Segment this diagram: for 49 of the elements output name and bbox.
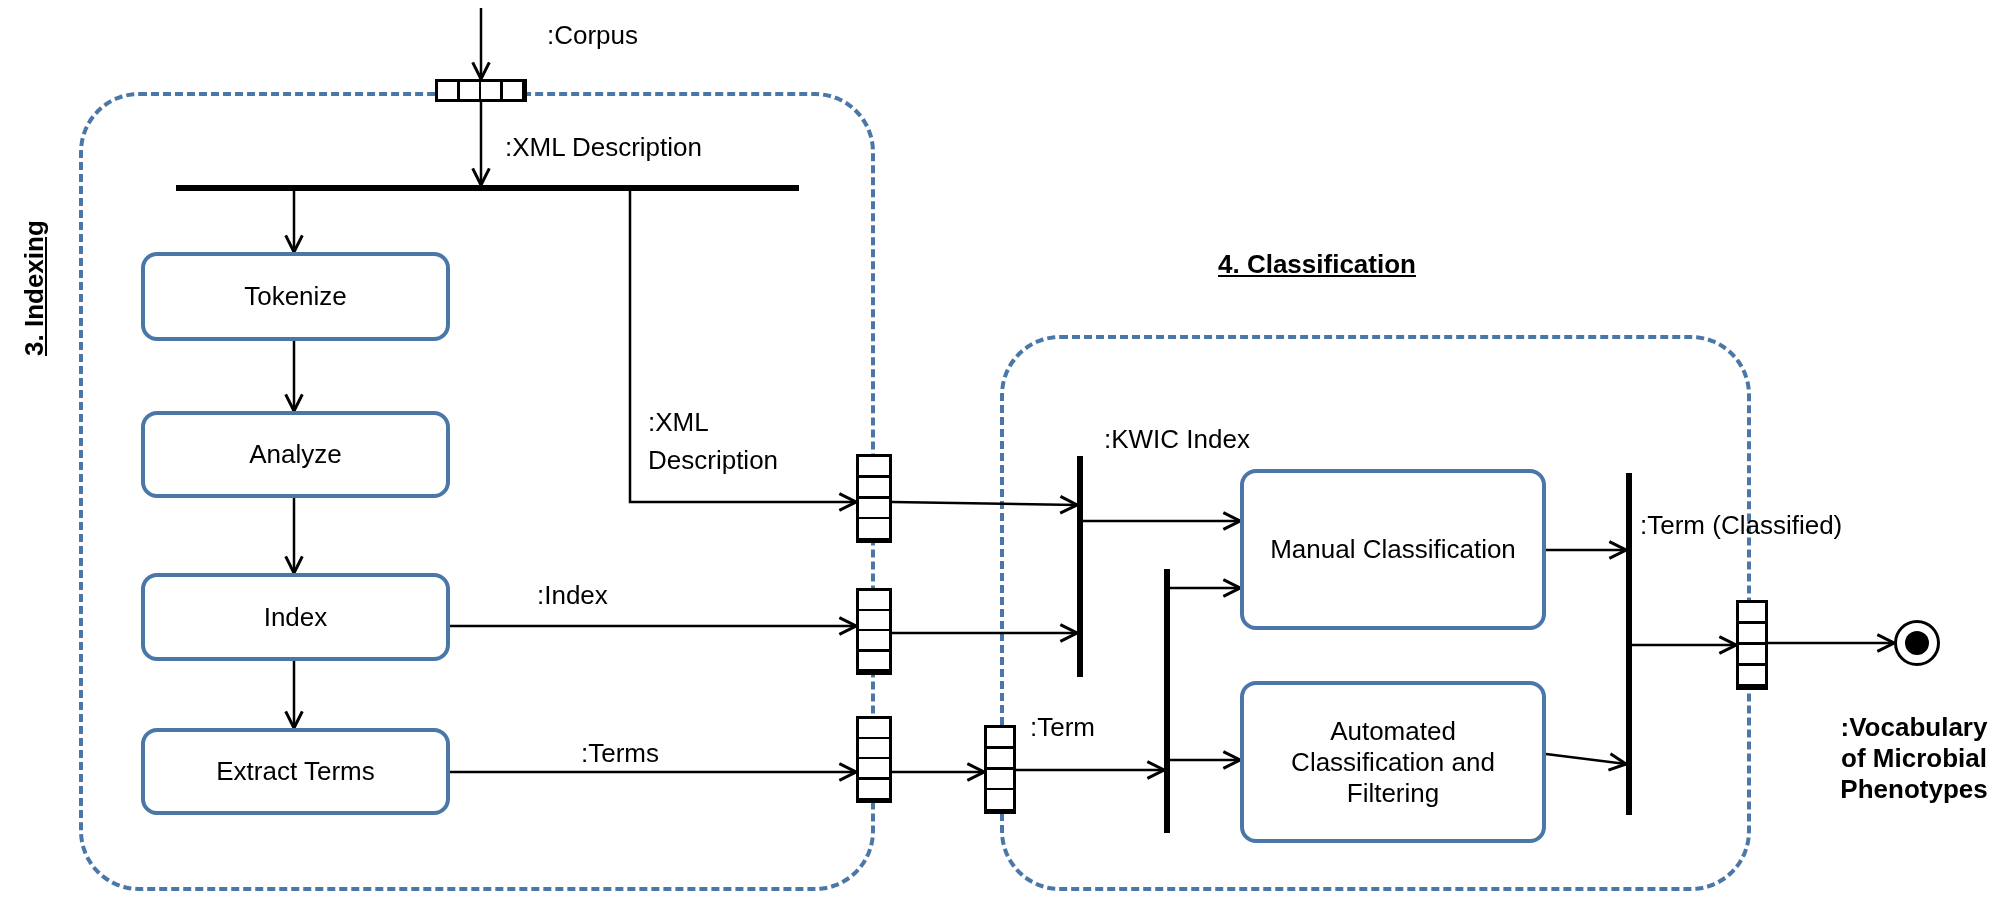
activity-box <box>141 411 450 498</box>
activity-label: Extract Terms <box>216 756 375 787</box>
pin-label: :KWIC Index <box>1104 424 1250 455</box>
arrow <box>1170 578 1242 598</box>
fork-join-bar <box>1626 473 1632 815</box>
region-title: 3. Indexing <box>19 220 50 356</box>
arrow <box>471 102 491 187</box>
region-title: 4. Classification <box>1218 249 1416 280</box>
fork-join-bar <box>176 185 799 191</box>
fork-join-bar <box>1077 456 1083 677</box>
arrow <box>892 762 986 782</box>
activity-box <box>141 252 450 341</box>
arrow <box>891 494 1079 515</box>
activity-label: Automated Classification and Filtering <box>1290 715 1496 809</box>
fork-join-bar <box>1164 569 1170 833</box>
activity-box <box>1240 469 1546 630</box>
arrow <box>1545 752 1628 772</box>
activity-box <box>141 573 450 661</box>
activity-label: Analyze <box>249 439 342 470</box>
arrow <box>284 661 304 730</box>
arrow <box>1083 511 1242 531</box>
arrow <box>471 8 491 81</box>
activity-box <box>1240 681 1546 843</box>
arrow <box>450 616 858 636</box>
pin-box <box>984 725 1016 814</box>
arrow <box>1170 750 1242 770</box>
final-node <box>1894 620 1940 666</box>
arrow <box>284 498 304 575</box>
pin-box <box>856 716 892 803</box>
arrow <box>628 191 858 512</box>
arrow <box>450 762 858 782</box>
pin-box <box>856 588 892 675</box>
arrow <box>1546 540 1628 560</box>
activity-label: Manual Classification <box>1270 534 1516 565</box>
arrow <box>1632 635 1738 655</box>
activity-box <box>141 728 450 815</box>
pin-box <box>435 79 527 102</box>
arrow <box>1016 760 1166 780</box>
activity-label: Index <box>263 601 328 633</box>
arrow <box>892 623 1079 643</box>
pin-label: :Vocabulary of Microbial Phenotypes <box>1839 712 1989 806</box>
arrow <box>284 341 304 413</box>
arrow <box>284 191 304 254</box>
pin-label: :Term (Classified) <box>1640 510 1843 541</box>
pin-label: :Corpus <box>547 20 639 51</box>
arrow <box>1768 633 1896 653</box>
pin-box <box>1736 600 1768 690</box>
pin-box <box>856 454 892 543</box>
activity-label: Tokenize <box>244 281 347 312</box>
